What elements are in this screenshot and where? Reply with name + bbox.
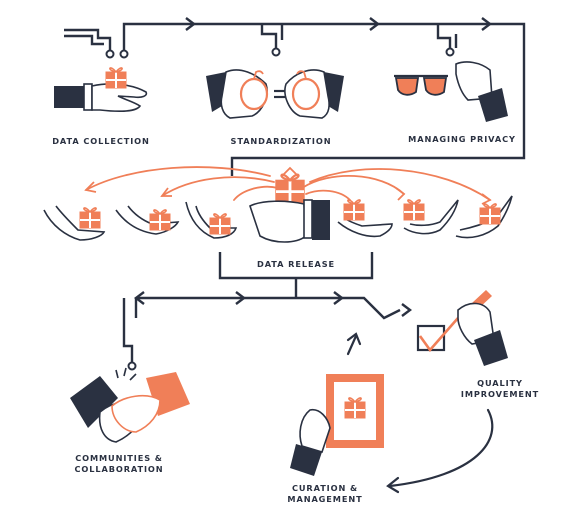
top-flow-arrowheads xyxy=(185,17,492,31)
quality-improvement-label: QUALITY IMPROVEMENT xyxy=(460,378,540,399)
top-flow-nodes xyxy=(105,47,455,59)
communities-collaboration-icon xyxy=(70,367,190,443)
release-arcs xyxy=(85,166,491,201)
bottom-flow-lines xyxy=(122,252,401,362)
cycle-arrows xyxy=(346,332,494,494)
managing-privacy-label: MANAGING PRIVACY xyxy=(408,134,516,144)
managing-privacy-icon xyxy=(394,61,508,122)
communities-collaboration-label: COMMUNITIES & COLLABORATION xyxy=(74,453,164,474)
data-release-icon xyxy=(249,166,330,243)
bottom-flow-nodes xyxy=(127,361,137,371)
data-release-label: DATA RELEASE xyxy=(257,259,335,269)
data-collection-icon xyxy=(54,66,148,112)
data-collection-label: DATA COLLECTION xyxy=(52,136,150,146)
top-flow-lines xyxy=(64,22,526,176)
curation-management-icon xyxy=(290,374,384,476)
bottom-flow-arrowheads xyxy=(134,291,412,317)
release-arrowheads xyxy=(84,181,492,205)
quality-improvement-icon xyxy=(416,290,508,366)
standardization-label: STANDARDIZATION xyxy=(230,136,332,146)
curation-management-label: CURATION & MANAGEMENT xyxy=(287,483,363,504)
standardization-icon xyxy=(206,69,344,119)
